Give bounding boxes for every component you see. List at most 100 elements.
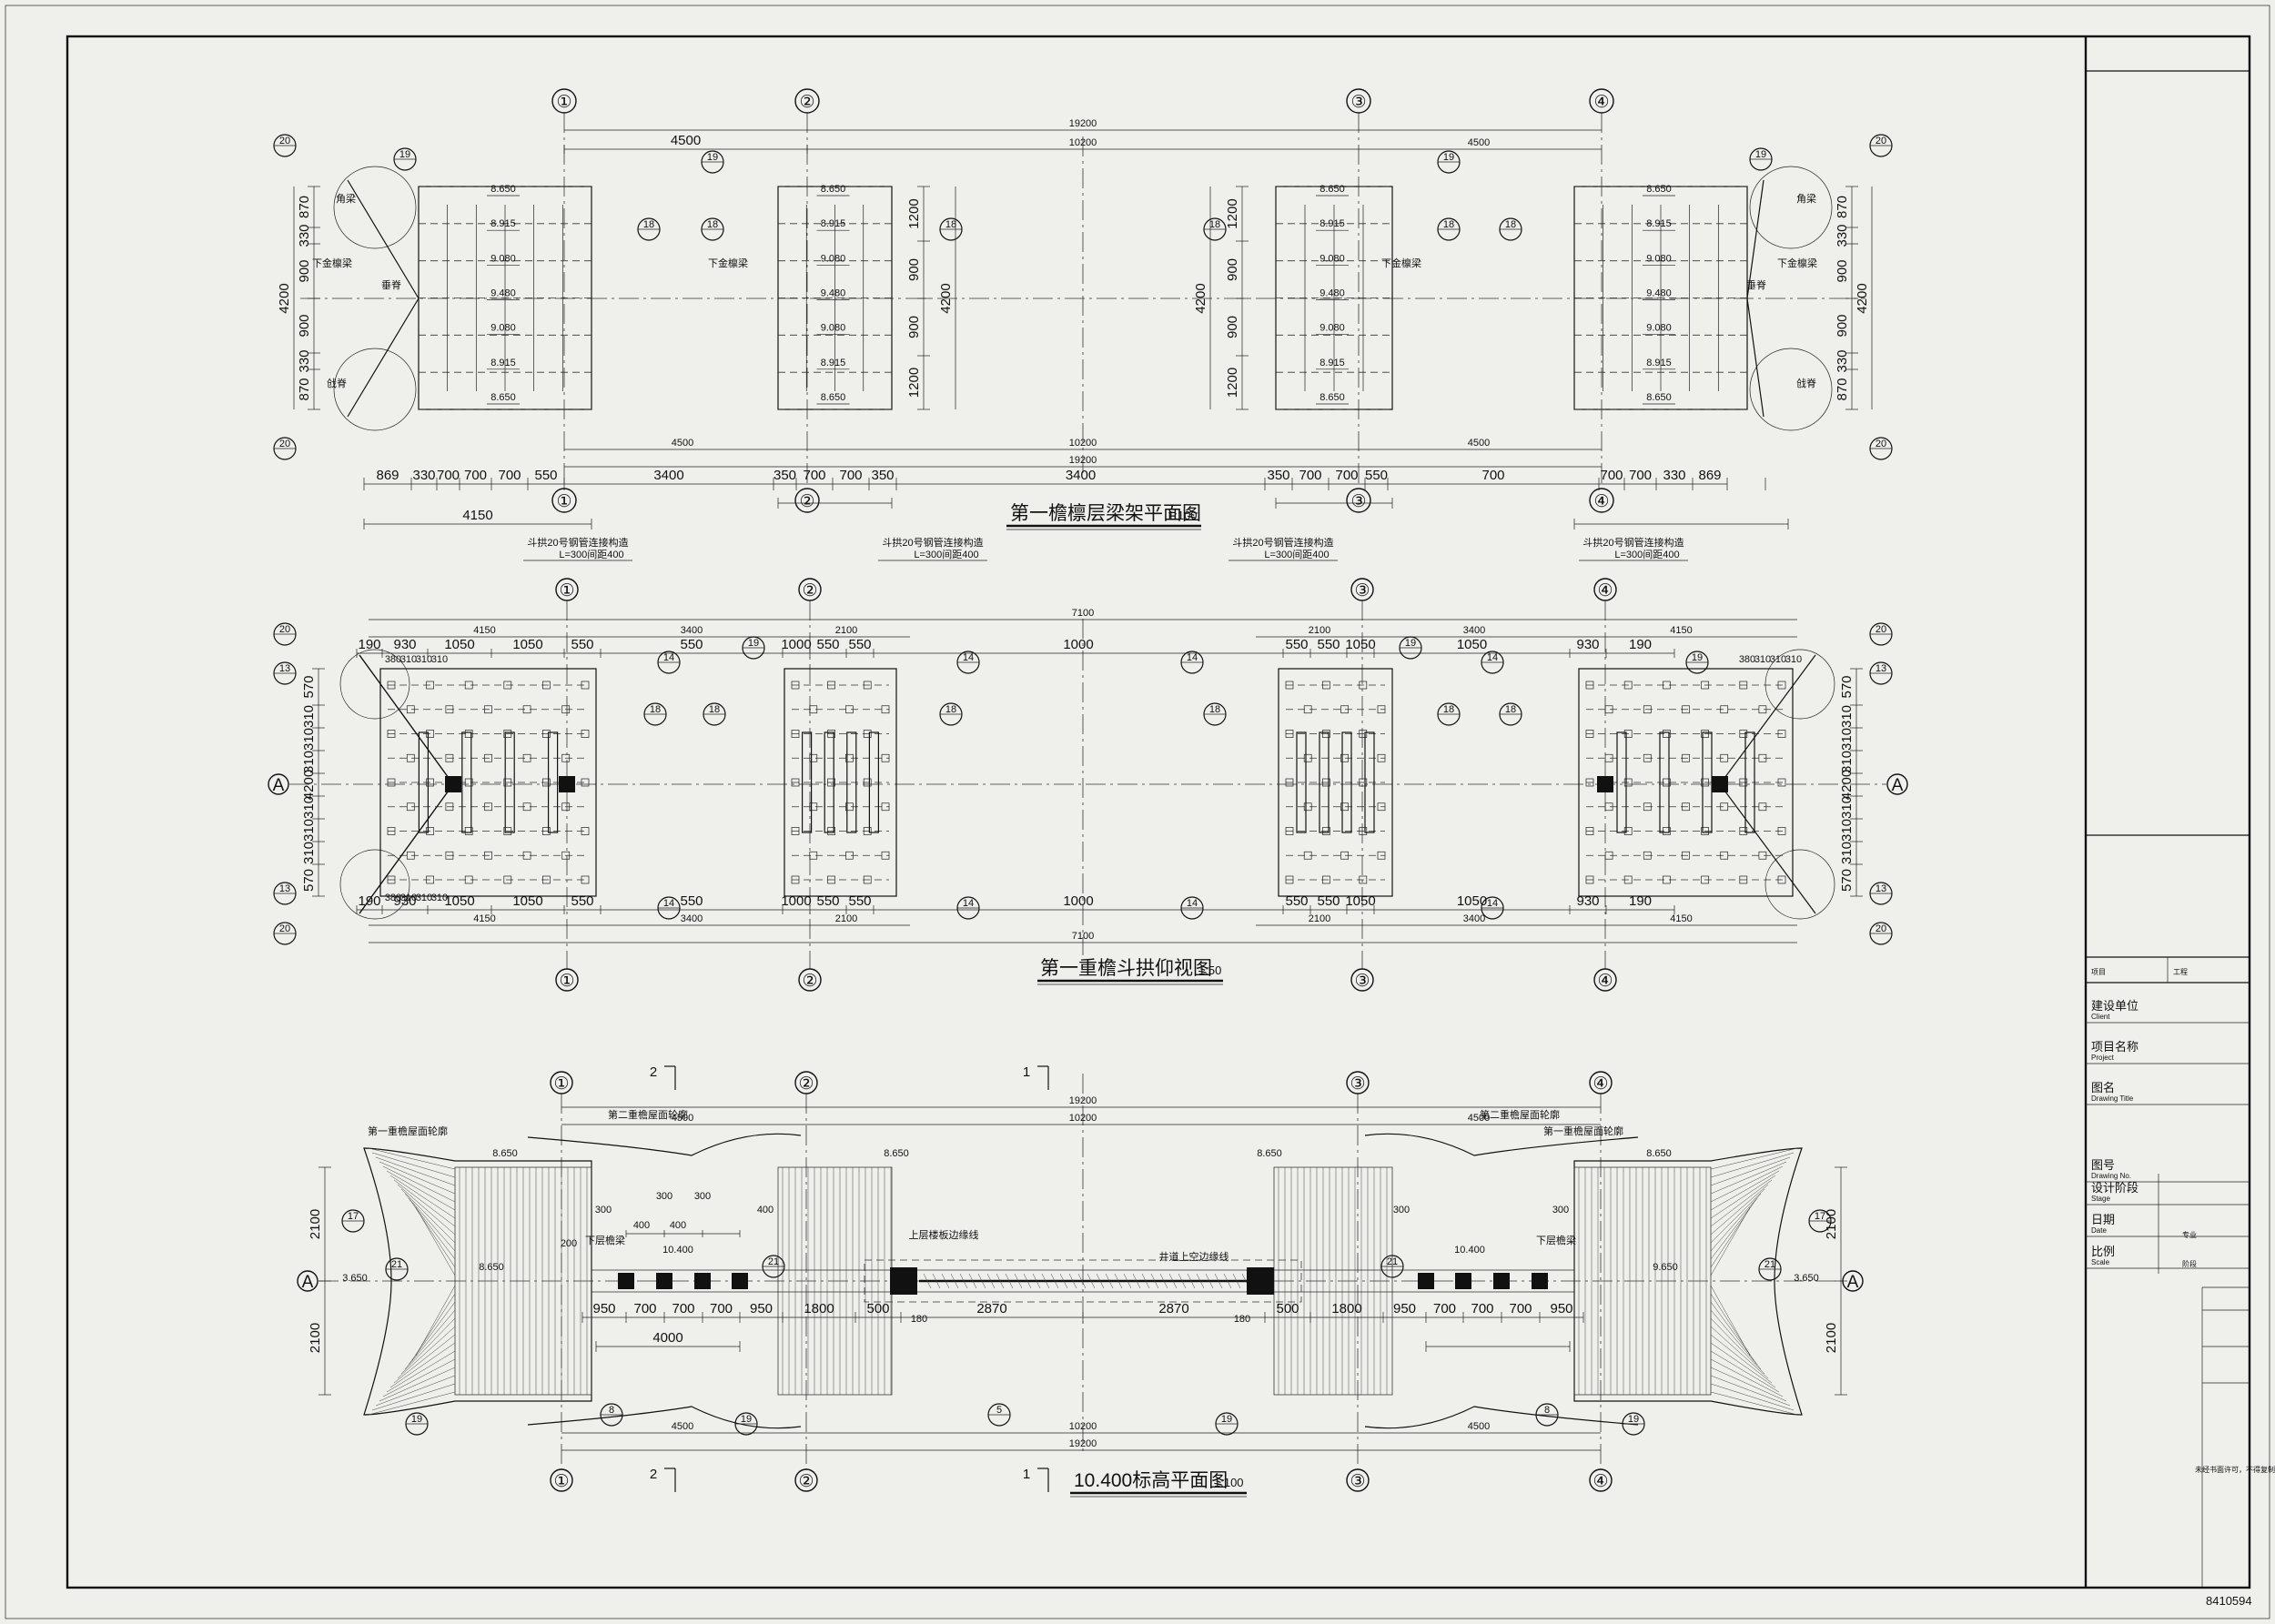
bracket-block: [1340, 753, 1349, 762]
bracket-block: [387, 681, 396, 690]
corner-detail-circle: [1764, 649, 1835, 720]
dim-bay: 4500: [1468, 137, 1490, 148]
tb-side-note: 未经书面许可，不得复制使用。: [2195, 1465, 2275, 1474]
beam-hatch: [1123, 1273, 1132, 1289]
hip-rafter: [1746, 179, 1764, 299]
elevation-mark: 8.650: [479, 1262, 504, 1273]
section-mark: 1: [1023, 1467, 1030, 1482]
elevation-mark: 8.650: [492, 1148, 518, 1159]
detail-callout-number: 18: [1443, 219, 1454, 230]
title-block-sublabel: Drawing No.: [2091, 1172, 2131, 1180]
bracket-block: [1739, 681, 1748, 690]
bracket-block: [1758, 705, 1767, 714]
bracket-block: [1585, 730, 1594, 738]
member-label: 下金檩梁: [1381, 257, 1421, 269]
bracket-block: [445, 802, 454, 812]
bracket-block: [542, 681, 551, 690]
dimension-value: 570: [1839, 869, 1855, 892]
dimension-value: 190: [1629, 893, 1652, 909]
dimension-value: 870: [297, 378, 312, 400]
bracket-block: [484, 851, 492, 860]
elevation-mark: 8.650: [1646, 392, 1672, 403]
corridor-beam: [591, 1269, 1575, 1293]
dimension-value: 4200: [1839, 770, 1855, 800]
elevation-mark: 9.480: [821, 288, 846, 299]
column-section: [618, 1273, 634, 1289]
dimension-value: 310: [400, 654, 417, 665]
second-roof-outline: [1364, 1133, 1639, 1156]
detail-callout-number: 8: [609, 1405, 614, 1416]
elevation-mark: 8.650: [1646, 184, 1672, 195]
eave-rafter-hatch: [1710, 1170, 1780, 1211]
dimension-value: 500: [866, 1301, 889, 1316]
column-section-large: [1247, 1267, 1274, 1295]
detail-callout-number: 21: [768, 1256, 779, 1267]
bracket-block: [581, 730, 590, 738]
detail-callout-number: 14: [663, 652, 674, 663]
bracket-block: [881, 705, 890, 714]
dimension-value: 700: [839, 468, 862, 483]
dimension-value: 300: [1552, 1205, 1569, 1215]
detail-callout-number: 20: [1876, 439, 1886, 449]
dimension-value: 700: [1471, 1301, 1493, 1316]
bracket-block: [863, 875, 872, 884]
beam-member: [504, 731, 515, 833]
beam-member: [801, 731, 813, 833]
detail-callout-number: 13: [1876, 883, 1886, 894]
dimension-value: 350: [871, 468, 894, 483]
dimension-value: 3400: [1463, 625, 1485, 636]
corner-detail-circle: [339, 849, 410, 920]
eave-rafter-hatch: [379, 1367, 456, 1402]
dimension-value: 1800: [804, 1301, 834, 1316]
section-mark: 2: [650, 1467, 657, 1482]
beam-hatch: [1159, 1273, 1168, 1289]
construction-note: 斗拱20号钢管连接构造: [527, 536, 628, 549]
construction-note: 井道上空边缘线: [1159, 1250, 1229, 1263]
bracket-block: [1643, 802, 1652, 812]
bracket-block: [1643, 851, 1652, 860]
bracket-block: [406, 705, 415, 714]
dimension-value: 930: [1576, 893, 1599, 909]
dimension-value: 700: [1433, 1301, 1456, 1316]
title-block-label: 图名: [2091, 1081, 2115, 1094]
grid-axis-bottom-label: ②: [798, 1472, 814, 1491]
dimension-value: 1000: [781, 893, 811, 909]
view1-scale: 1:100: [1168, 509, 1198, 522]
dimension-value: 4150: [473, 913, 495, 924]
dim-height: 4200: [1855, 283, 1870, 313]
bracket-block: [1377, 753, 1386, 762]
bracket-block: [1739, 827, 1748, 835]
eave-rafter-hatch: [1710, 1317, 1765, 1375]
construction-note: 上层楼板边缘线: [909, 1228, 979, 1241]
bracket-block: [542, 778, 551, 787]
bracket-block: [484, 753, 492, 762]
dimension-value: 2100: [1824, 1323, 1839, 1353]
bracket-block: [406, 802, 415, 812]
eave-rafter-hatch: [1710, 1156, 1791, 1186]
beam-hatch: [977, 1273, 986, 1289]
bracket-block: [827, 730, 835, 738]
eave-rafter-hatch: [415, 1206, 456, 1276]
corner-diagonal: [359, 783, 454, 914]
grid-axis-bottom: [1593, 968, 1617, 992]
dimension-value: 550: [1365, 468, 1388, 483]
drawing-frame: [66, 35, 2251, 1589]
grid-axis-top-label: ②: [799, 93, 814, 112]
dimension-value: 4200: [301, 770, 317, 800]
grid-axis-top-label: ③: [1350, 1074, 1365, 1094]
dim-bay: 4500: [1468, 1421, 1490, 1432]
eave-rafter-hatch: [1710, 1309, 1762, 1370]
grid-axis-bottom-label: ③: [1350, 492, 1366, 511]
dimension-value: 900: [1225, 316, 1240, 338]
elevation-mark: 8.650: [821, 184, 846, 195]
dimension-value: 310: [301, 842, 317, 864]
construction-note: 第一重檐屋面轮廓: [368, 1125, 448, 1137]
beam-hatch: [1205, 1273, 1214, 1289]
bracket-block: [791, 875, 800, 884]
beam-hatch: [1223, 1273, 1232, 1289]
dimension-value: 1000: [1063, 637, 1093, 652]
bracket-block: [1682, 802, 1690, 812]
dimension-value: 1200: [906, 198, 922, 228]
bracket-block: [1322, 681, 1330, 690]
dimension-value: 700: [710, 1301, 733, 1316]
